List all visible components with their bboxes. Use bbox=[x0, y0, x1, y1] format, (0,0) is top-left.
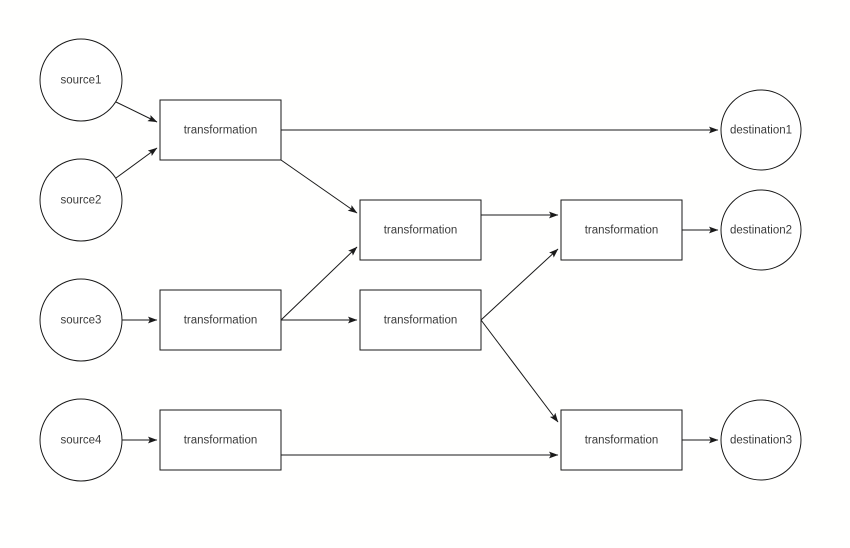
node-shape-rect-transform4[interactable] bbox=[359, 289, 482, 351]
node-transform1[interactable]: transformation bbox=[159, 99, 282, 161]
edge-transform4-to-transform5 bbox=[480, 248, 559, 321]
node-shape-rect-transform5[interactable] bbox=[560, 199, 683, 261]
node-source2[interactable]: source2 bbox=[39, 158, 123, 242]
node-shape-circle-destination2[interactable] bbox=[720, 189, 802, 271]
node-destination2[interactable]: destination2 bbox=[720, 189, 802, 271]
node-source4[interactable]: source4 bbox=[39, 398, 123, 482]
node-shape-circle-source3[interactable] bbox=[39, 278, 123, 362]
node-transform4[interactable]: transformation bbox=[359, 289, 482, 351]
edge-source1-to-transform1 bbox=[115, 101, 158, 123]
node-transform5[interactable]: transformation bbox=[560, 199, 683, 261]
node-destination3[interactable]: destination3 bbox=[720, 399, 802, 481]
node-shape-rect-transform1[interactable] bbox=[159, 99, 282, 161]
node-shape-rect-transform2[interactable] bbox=[359, 199, 482, 261]
node-shape-rect-transform3[interactable] bbox=[159, 289, 282, 351]
node-shape-circle-source1[interactable] bbox=[39, 38, 123, 122]
node-shape-rect-transform7[interactable] bbox=[560, 409, 683, 471]
edges-layer bbox=[115, 101, 719, 459]
node-source1[interactable]: source1 bbox=[39, 38, 123, 122]
edge-transform1-to-transform2 bbox=[280, 159, 358, 214]
node-shape-circle-source2[interactable] bbox=[39, 158, 123, 242]
edge-source2-to-transform1 bbox=[115, 147, 158, 179]
node-transform3[interactable]: transformation bbox=[159, 289, 282, 351]
edge-transform4-to-transform7 bbox=[480, 319, 559, 423]
node-transform7[interactable]: transformation bbox=[560, 409, 683, 471]
node-destination1[interactable]: destination1 bbox=[720, 89, 802, 171]
node-shape-circle-source4[interactable] bbox=[39, 398, 123, 482]
node-shape-rect-transform6[interactable] bbox=[159, 409, 282, 471]
node-transform6[interactable]: transformation bbox=[159, 409, 282, 471]
node-shape-circle-destination1[interactable] bbox=[720, 89, 802, 171]
node-shape-circle-destination3[interactable] bbox=[720, 399, 802, 481]
node-transform2[interactable]: transformation bbox=[359, 199, 482, 261]
nodes-layer: source1 source2 source3 source4 transformati… bbox=[39, 38, 802, 482]
node-source3[interactable]: source3 bbox=[39, 278, 123, 362]
edge-transform3-to-transform2 bbox=[280, 246, 358, 321]
